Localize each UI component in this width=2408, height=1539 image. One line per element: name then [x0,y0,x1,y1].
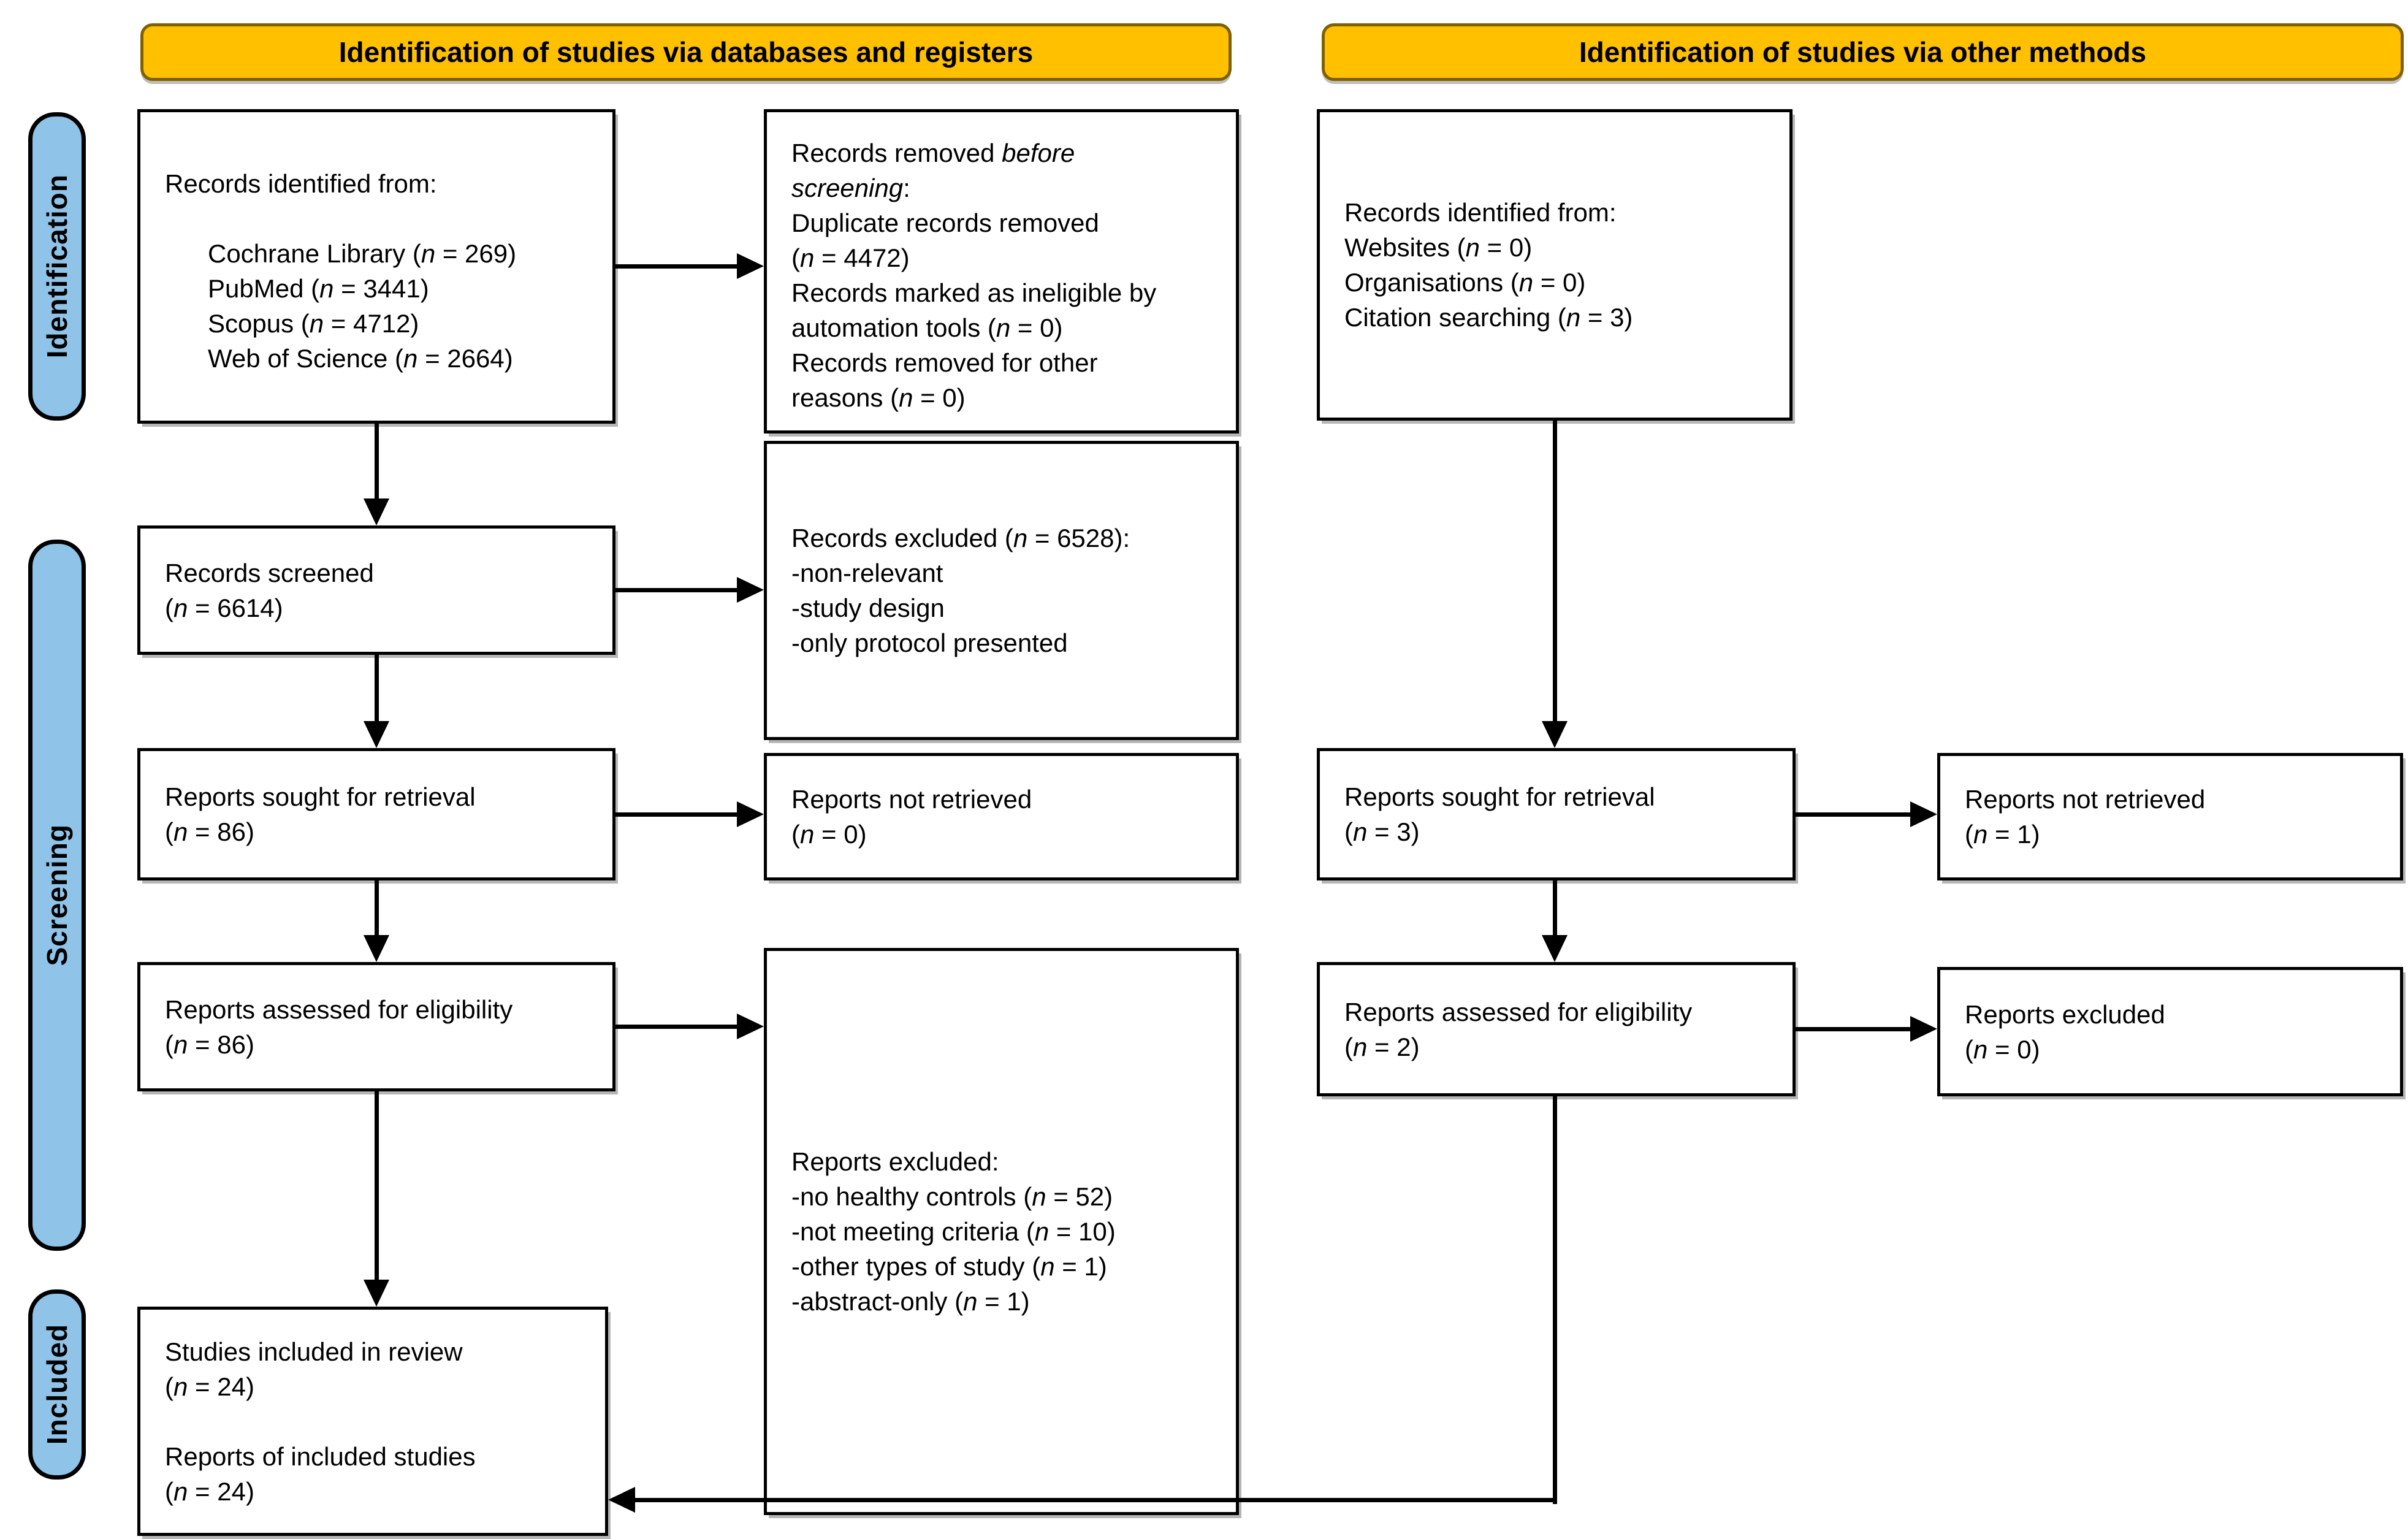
box-line: screening: [791,174,910,202]
box-line: Reports assessed for eligibility [1344,997,1693,1026]
box-line: Reports excluded [1965,999,2165,1029]
box-line: Duplicate records removed [791,208,1099,237]
arrow-identified-other-to-sought-line [1553,421,1557,721]
box-line: Reports excluded: [791,1147,999,1176]
box-reports-assessed-databases: Reports assessed for eligibility (n = 86) [137,962,615,1091]
box-line: (n = 86) [165,817,254,846]
arrow-assessed-to-excluded-other-line [1796,1027,1910,1031]
arrow-screened-to-sought-head [364,721,389,748]
box-reports-sought-other: Reports sought for retrieval (n = 3) [1317,748,1796,880]
sidebar-included: Included [28,1289,86,1480]
arrow-identified-to-screened-head [364,498,389,525]
box-line: (n = 4472) [791,243,910,272]
box-line: Records removed before [791,139,1075,167]
box-records-identified-databases: Records identified from: Cochrane Librar… [137,109,615,424]
box-line: (n = 3) [1344,817,1420,846]
box-line: automation tools (n = 0) [791,313,1063,342]
box-line: -no healthy controls (n = 52) [791,1182,1113,1211]
box-line: Organisations (n = 0) [1344,268,1586,297]
arrow-assessed-other-to-included-head [608,1487,635,1513]
arrow-sought-to-assessed-db-line [375,880,379,935]
box-line: Reports not retrieved [1965,785,2206,814]
box-line: Reports of included studies [165,1442,476,1471]
box-line: -other types of study (n = 1) [791,1252,1107,1281]
box-line: -only protocol presented [791,628,1068,657]
box-line: Cochrane Library (n = 269) [208,239,517,268]
arrow-sought-to-assessed-db-head [364,935,389,962]
box-line: Records identified from: [165,169,437,198]
box-line [165,201,588,236]
sidebar-screening: Screening [28,540,86,1251]
box-line: PubMed (n = 3441) [208,274,429,303]
box-reports-not-retrieved-databases: Reports not retrieved (n = 0) [764,753,1239,880]
banner-databases-registers: Identification of studies via databases … [140,23,1232,81]
sidebar-label-screening: Screening [41,824,73,966]
arrow-assessed-to-excluded-db-line [615,1025,737,1029]
arrow-screened-to-excluded-head [737,577,764,603]
arrow-identified-to-screened-line [375,424,379,498]
box-line: -study design [791,594,945,622]
box-line: -non-relevant [791,559,943,587]
box-line: Records screened [165,558,374,587]
box-line: (n = 1) [1965,820,2040,849]
box-line: Reports not retrieved [791,785,1032,814]
arrow-identified-to-removed-head [737,253,764,279]
arrow-assessed-to-included-head [364,1280,389,1307]
box-line: Reports assessed for eligibility [165,995,513,1024]
arrow-sought-to-notretrieved-other-head [1910,801,1937,827]
box-line: (n = 6614) [165,593,283,622]
box-line: Studies included in review [165,1337,463,1366]
box-reports-assessed-other: Reports assessed for eligibility (n = 2) [1317,962,1796,1096]
box-line: (n = 2) [1344,1032,1420,1061]
arrow-assessed-to-included-line [375,1091,379,1280]
arrow-assessed-to-excluded-other-head [1910,1016,1937,1042]
box-records-removed-before-screening: Records removed before screening: Duplicat… [764,109,1239,433]
arrow-assessed-other-down-line [1553,1096,1557,1504]
arrow-assessed-to-excluded-db-head [737,1014,764,1039]
banner-other-methods: Identification of studies via other meth… [1322,23,2404,81]
box-records-screened: Records screened (n = 6614) [137,525,615,655]
box-records-identified-other: Records identified from: Websites (n = 0)… [1317,109,1793,421]
arrow-identified-other-to-sought-head [1542,721,1568,748]
box-line: Records removed for other [791,348,1098,377]
box-line: Scopus (n = 4712) [208,309,419,338]
box-line: Records identified from: [1344,198,1617,227]
box-line: (n = 24) [165,1476,254,1506]
box-line: Records excluded (n = 6528): [791,524,1130,552]
box-line: reasons (n = 0) [791,383,966,412]
box-line: Reports sought for retrieval [1344,782,1655,811]
arrow-screened-to-excluded-line [615,588,737,592]
arrow-assessed-other-left-line [635,1498,1557,1502]
sidebar-identification: Identification [28,112,86,421]
box-studies-included: Studies included in review (n = 24) Repor… [137,1307,608,1536]
box-line: (n = 24) [165,1372,254,1401]
box-reports-excluded-reasons: Reports excluded: -no healthy controls (n… [764,948,1239,1515]
arrow-sought-to-assessed-other-line [1553,880,1557,935]
box-records-excluded: Records excluded (n = 6528): -non-relevan… [764,441,1239,740]
arrow-sought-to-assessed-other-head [1542,935,1568,962]
arrow-identified-to-removed-line [615,264,737,269]
arrow-sought-to-notretrieved-db-head [737,801,764,827]
box-line: (n = 0) [1965,1034,2040,1064]
box-line: Citation searching (n = 3) [1344,303,1633,332]
box-line [165,1404,581,1439]
arrow-sought-to-notretrieved-other-line [1796,812,1910,817]
box-line: Web of Science (n = 2664) [208,344,513,373]
box-reports-excluded-other: Reports excluded (n = 0) [1937,967,2403,1096]
box-line: -abstract-only (n = 1) [791,1287,1030,1316]
arrow-screened-to-sought-line [375,655,379,721]
box-line: Records marked as ineligible by [791,278,1157,307]
box-line: Websites (n = 0) [1344,233,1533,262]
box-line: (n = 86) [165,1029,254,1059]
box-line: Reports sought for retrieval [165,782,476,811]
arrow-sought-to-notretrieved-db-line [615,812,737,817]
box-line: (n = 0) [791,820,867,849]
sidebar-label-included: Included [41,1324,73,1445]
box-reports-sought-databases: Reports sought for retrieval (n = 86) [137,748,615,880]
box-reports-not-retrieved-other: Reports not retrieved (n = 1) [1937,753,2403,880]
box-line: -not meeting criteria (n = 10) [791,1217,1116,1246]
sidebar-label-identification: Identification [41,174,73,359]
